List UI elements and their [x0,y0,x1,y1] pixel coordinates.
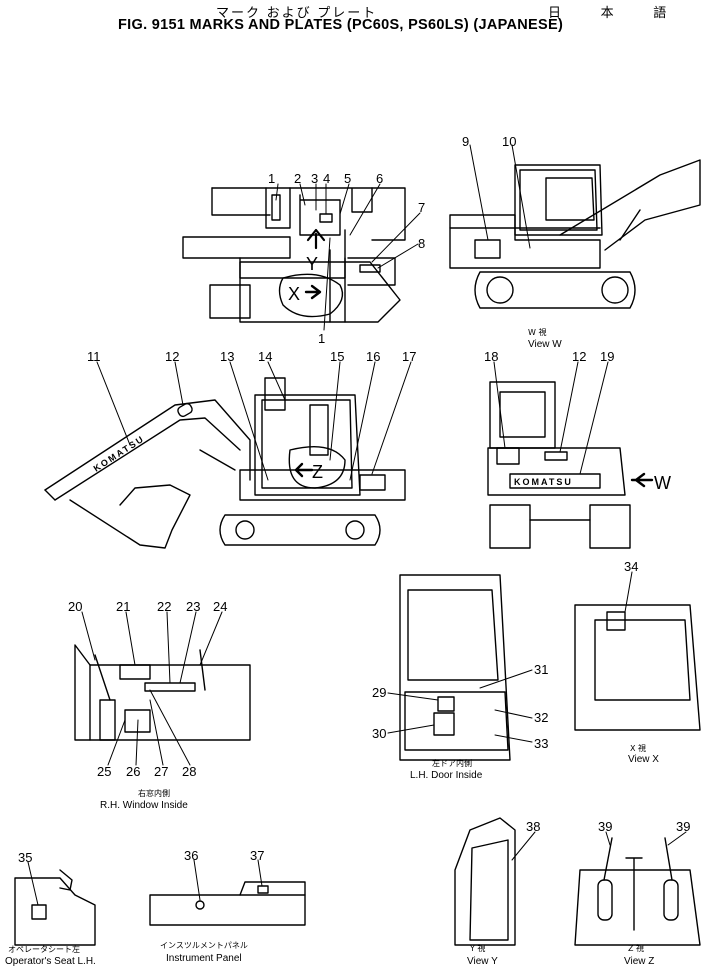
callout-numbers: 1 2 3 4 5 6 7 8 1 9 10 11 12 13 14 15 16… [18,134,690,865]
callout-12b: 12 [572,349,586,364]
callout-32: 32 [534,710,548,725]
callout-14: 14 [258,349,272,364]
callout-23: 23 [186,599,200,614]
callout-29: 29 [372,685,386,700]
caption-rh-window: R.H. Window Inside [100,800,188,811]
caption-seat: Operator's Seat L.H. [5,956,96,967]
callout-2: 2 [294,171,301,186]
front-view-drawing [487,381,654,549]
view-letter-z: Z [312,462,323,482]
callout-5: 5 [344,171,351,186]
callout-22: 22 [157,599,171,614]
caption-panel: Instrument Panel [166,953,242,964]
callout-39b: 39 [676,819,690,834]
callout-17: 17 [402,349,416,364]
callout-3: 3 [311,171,318,186]
callout-34: 34 [624,559,638,574]
title-japanese: マーク および プレート [216,5,378,20]
caption-view-w: View W [528,339,562,350]
view-w-drawing [449,159,701,309]
callout-19: 19 [600,349,614,364]
caption-view-x-jp: X 視 [630,744,646,753]
callout-6: 6 [376,171,383,186]
callout-28: 28 [182,764,196,779]
caption-view-w-jp: W 視 [528,328,546,337]
brand-plate-front: KOMATSU [514,477,573,487]
view-letter-w: W [654,473,671,493]
callout-24: 24 [213,599,227,614]
callout-7: 7 [418,200,425,215]
top-view-drawing [182,187,406,323]
callout-9: 9 [462,134,469,149]
callout-10: 10 [502,134,516,149]
callout-20: 20 [68,599,82,614]
callout-1: 1 [268,171,275,186]
seat-drawing [14,869,96,946]
callout-18: 18 [484,349,498,364]
callout-4: 4 [323,171,330,186]
lh-door-drawing [399,574,511,761]
callout-12: 12 [165,349,179,364]
view-letter-y: Y [306,254,318,274]
callout-25: 25 [97,764,111,779]
callout-21: 21 [116,599,130,614]
callout-27: 27 [154,764,168,779]
callout-30: 30 [372,726,386,741]
caption-view-y-jp: Y 視 [469,944,485,953]
callout-13: 13 [220,349,234,364]
caption-view-x: View X [628,754,659,765]
caption-view-z-jp: Z 視 [628,944,644,953]
caption-panel-jp: インスツルメントパネル [160,941,248,950]
callout-1b: 1 [318,331,325,346]
caption-lh-door: L.H. Door Inside [410,770,483,781]
callout-15: 15 [330,349,344,364]
callout-38: 38 [526,819,540,834]
rh-window-drawing [74,644,251,741]
view-z-drawing [574,837,701,946]
leader-lines [27,144,687,906]
callout-26: 26 [126,764,140,779]
view-letter-x: X [288,284,300,304]
callout-31: 31 [534,662,548,677]
caption-view-z: View Z [624,956,654,967]
figure-title: FIG. 9151 MARKS AND PLATES (PC60S, PS60L… [118,17,564,33]
instrument-panel-drawing [149,881,306,926]
callout-8: 8 [418,236,425,251]
callout-35: 35 [18,850,32,865]
callout-16: 16 [366,349,380,364]
view-x-drawing [574,604,701,731]
callout-33: 33 [534,736,548,751]
caption-lh-door-jp: 左ドア内側 [432,758,472,768]
caption-rh-window-jp: 右窓内側 [138,788,170,798]
callout-39a: 39 [598,819,612,834]
view-y-drawing [454,817,516,946]
language-label: 日 本 語 [548,5,685,20]
callout-11: 11 [87,349,101,364]
caption-view-y: View Y [467,956,498,967]
callout-37: 37 [250,848,264,863]
main-side-drawing [44,377,406,549]
caption-seat-jp: オペレータシート左 [8,944,80,954]
callout-36: 36 [184,848,198,863]
